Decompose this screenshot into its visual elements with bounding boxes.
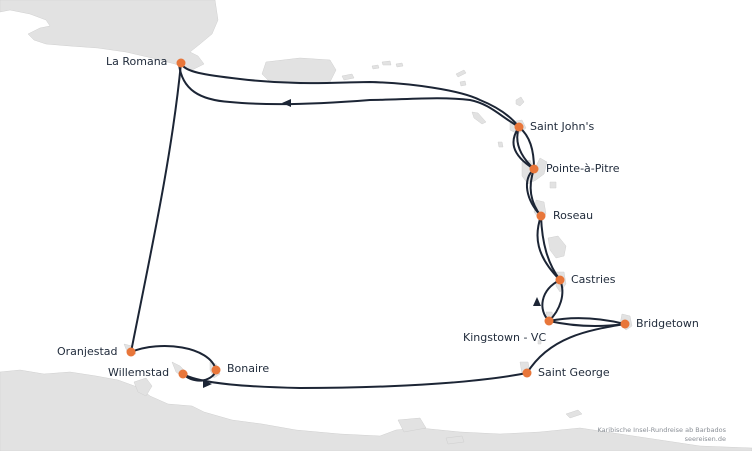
port-label-saint-george: Saint George [538, 366, 610, 379]
land-margarita [445, 435, 465, 445]
port-marker-bonaire[interactable] [211, 365, 221, 375]
port-layer [126, 58, 630, 379]
port-label-oranjestad: Oranjestad [57, 345, 118, 358]
credit-line-1: Karibische Insel-Rundreise ab Barbados [597, 426, 726, 434]
route-segment-13 [548, 317, 626, 325]
route-segment-2 [178, 63, 520, 128]
route-segment-9 [540, 215, 561, 281]
land-paraguana [133, 377, 153, 397]
land-south-america [0, 369, 752, 451]
arrow-icon [533, 297, 541, 306]
land-martinique [547, 235, 567, 259]
port-label-pointe-a-pitre: Pointe-à-Pitre [546, 162, 620, 175]
port-label-bridgetown: Bridgetown [636, 317, 699, 330]
port-marker-pointe-a-pitre[interactable] [529, 164, 539, 174]
land-montserrat [497, 141, 504, 148]
port-marker-la-romana[interactable] [176, 58, 186, 68]
land-anguilla [455, 69, 467, 78]
port-label-willemstad: Willemstad [108, 366, 170, 379]
port-marker-roseau[interactable] [536, 211, 546, 221]
port-marker-oranjestad[interactable] [126, 347, 136, 357]
land-vi-3 [395, 62, 404, 68]
route-layer [130, 62, 626, 390]
land-puerto-rico [261, 57, 337, 85]
land-barbuda [515, 96, 525, 107]
land-vieques [341, 73, 355, 81]
arrow-layer [203, 99, 541, 388]
port-label-roseau: Roseau [553, 209, 594, 222]
port-label-castries: Castries [571, 273, 616, 286]
route-segment-1 [180, 62, 520, 128]
land-st-martin [459, 80, 467, 87]
port-marker-castries[interactable] [555, 275, 565, 285]
port-marker-saint-george[interactable] [522, 368, 532, 378]
route-segment-18 [130, 62, 182, 353]
arrow-icon [282, 99, 291, 107]
port-marker-bridgetown[interactable] [620, 319, 630, 329]
land-marie-galante [549, 181, 557, 189]
port-label-la-romana: La Romana [106, 55, 168, 68]
land-grenadines [537, 339, 542, 345]
route-segment-8 [536, 215, 561, 281]
port-label-bonaire: Bonaire [227, 362, 270, 375]
route-segment-14 [526, 323, 626, 374]
land-trinidad-island [397, 417, 427, 433]
land-tobago [565, 409, 583, 419]
land-vi-2 [381, 60, 392, 66]
port-marker-kingstown[interactable] [544, 316, 554, 326]
credit-line-2[interactable]: seereisen.de [684, 435, 726, 443]
land-vi-1 [371, 64, 380, 70]
land-st-kitts [471, 111, 487, 125]
route-segment-17 [130, 345, 217, 371]
arrow-icon [203, 380, 212, 388]
port-label-saint-johns: Saint John's [530, 120, 595, 133]
port-marker-saint-johns[interactable] [514, 122, 524, 132]
route-segment-15 [182, 372, 528, 390]
port-marker-willemstad[interactable] [178, 369, 188, 379]
port-label-kingstown: Kingstown - VC [463, 331, 547, 344]
land-hispaniola [0, 0, 219, 71]
